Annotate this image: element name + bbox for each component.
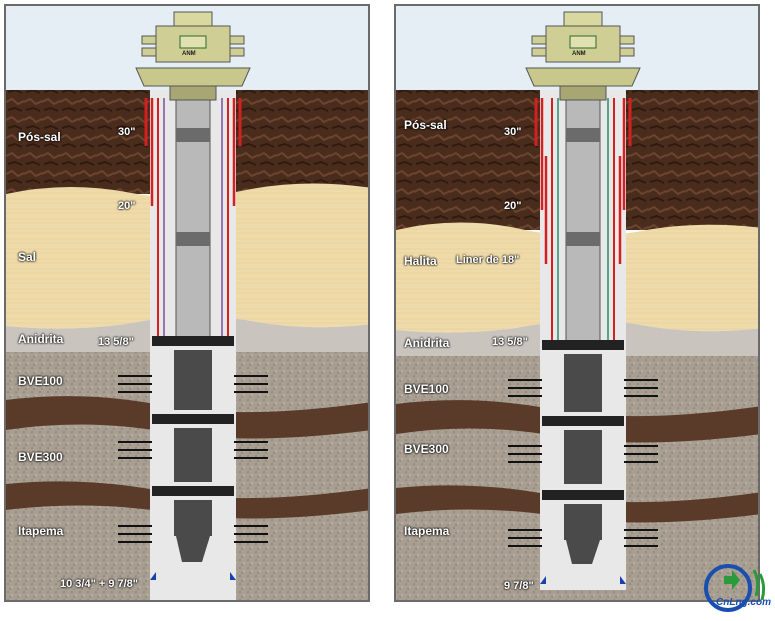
formation-anidrita: Anidrita: [18, 332, 64, 346]
casing-30: [534, 98, 632, 146]
packer: [152, 414, 234, 424]
formation-itapema: Itapema: [18, 524, 64, 538]
tubing-coupling: [566, 232, 600, 246]
formation-bve100: BVE100: [18, 374, 63, 388]
formation-bve300: BVE300: [18, 450, 63, 464]
packer: [542, 340, 624, 350]
formation-sal: Sal: [18, 250, 37, 264]
perforations: [118, 375, 268, 543]
casing-13: [551, 98, 615, 346]
casing-13-label: 13 5/8": [98, 336, 134, 348]
casing-13: [157, 98, 229, 344]
completion-valve: [174, 500, 212, 536]
casing-30-label: 30": [118, 126, 136, 138]
well-diagram-right: ANM Pós-sal Halita Anidrita BVE100 BVE30…: [394, 4, 760, 602]
casing-inner: [557, 98, 609, 346]
liner-18-label: Liner de 18": [456, 254, 520, 266]
wellhead-label: ANM: [572, 51, 586, 57]
casing-20-label: 20": [118, 200, 136, 212]
formation-bve300: BVE300: [404, 442, 449, 456]
formation-pos-sal: Pós-sal: [18, 130, 61, 144]
wellhead-anm: [525, 11, 641, 101]
packer: [152, 486, 234, 496]
open-hole-label: 10 3/4" + 9 7/8": [60, 578, 139, 590]
completion-valve: [564, 504, 602, 540]
formation-anidrita: Anidrita: [404, 336, 450, 350]
well-schematic-right: [396, 6, 758, 600]
formation-pos-sal: Pós-sal: [404, 118, 447, 132]
casing-20-label: 20": [504, 200, 522, 212]
tubing-coupling: [176, 232, 210, 246]
casing-20: [150, 98, 236, 206]
tubing-coupling: [176, 128, 210, 142]
liner-18: [544, 156, 622, 264]
completion-valve: [174, 428, 212, 482]
wellhead-anm: [135, 11, 251, 101]
packer: [542, 490, 624, 500]
completion-valve: [564, 354, 602, 412]
packer: [542, 416, 624, 426]
bottom-sub: [176, 536, 210, 562]
formation-itapema: Itapema: [404, 524, 450, 538]
packer: [152, 336, 234, 346]
casing-30-label: 30": [504, 126, 522, 138]
casing-20: [540, 98, 626, 210]
bottom-sub: [566, 540, 600, 564]
perforations: [508, 379, 658, 547]
wellhead-label: ANM: [182, 51, 196, 57]
completion-valve: [174, 350, 212, 410]
tubing-coupling: [566, 128, 600, 142]
cnlng-logo: CnLng.com: [700, 562, 771, 616]
casing-13-label: 13 5/8": [492, 336, 528, 348]
casing-30: [144, 98, 242, 146]
cnlng-logo-icon: [704, 564, 766, 612]
completion-valve: [564, 430, 602, 484]
casing-inner: [163, 98, 223, 344]
formation-halita: Halita: [404, 254, 437, 268]
formation-bve100: BVE100: [404, 382, 449, 396]
logo-text: CnLng.com: [716, 597, 771, 608]
open-hole-label: 9 7/8": [504, 580, 534, 592]
well-schematic-left: [6, 6, 368, 600]
well-diagram-left: ANM Pós-sal Sal Anidrita BVE100 BVE300 I…: [4, 4, 370, 602]
